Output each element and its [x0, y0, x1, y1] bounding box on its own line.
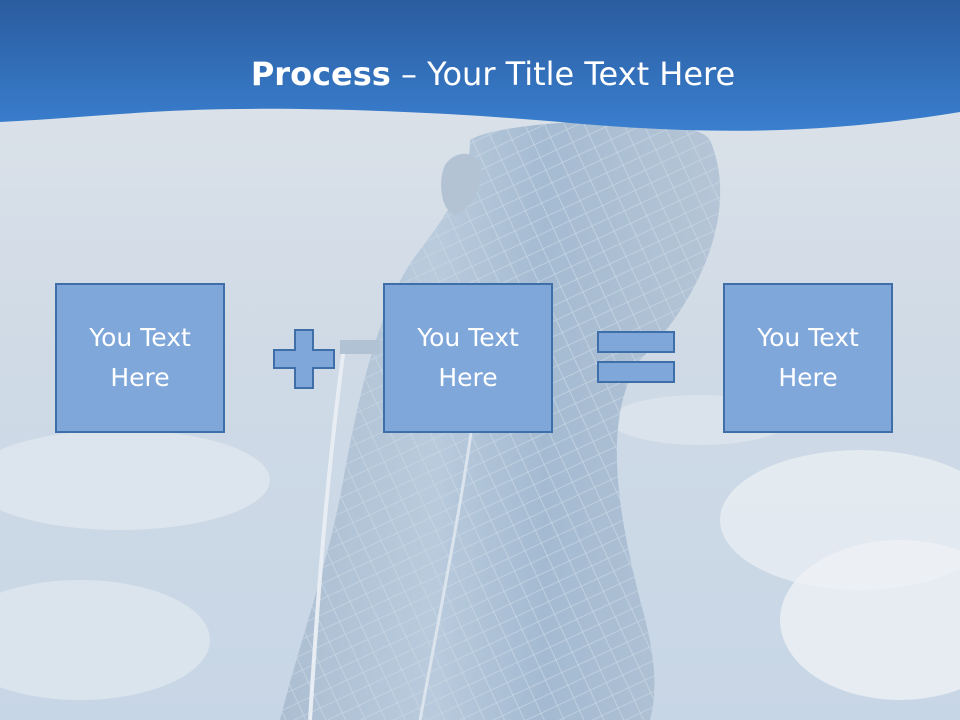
page-title: Process – Your Title Text Here — [0, 52, 960, 96]
box-line-1: You Text — [417, 323, 519, 352]
box-line-1: You Text — [89, 323, 191, 352]
box-line-2: Here — [438, 363, 498, 392]
equals-icon — [597, 331, 675, 383]
process-box-1: You Text Here — [55, 283, 225, 433]
header-band — [0, 0, 960, 131]
title-rest: – Your Title Text Here — [390, 55, 736, 93]
process-box-3: You Text Here — [723, 283, 893, 433]
plus-icon — [273, 329, 335, 389]
box-line-2: Here — [778, 363, 838, 392]
process-box-2: You Text Here — [383, 283, 553, 433]
title-bold: Process — [250, 55, 391, 93]
process-box-text: You Text Here — [738, 318, 878, 398]
process-box-text: You Text Here — [70, 318, 210, 398]
process-box-text: You Text Here — [398, 318, 538, 398]
box-line-1: You Text — [757, 323, 859, 352]
box-line-2: Here — [110, 363, 170, 392]
